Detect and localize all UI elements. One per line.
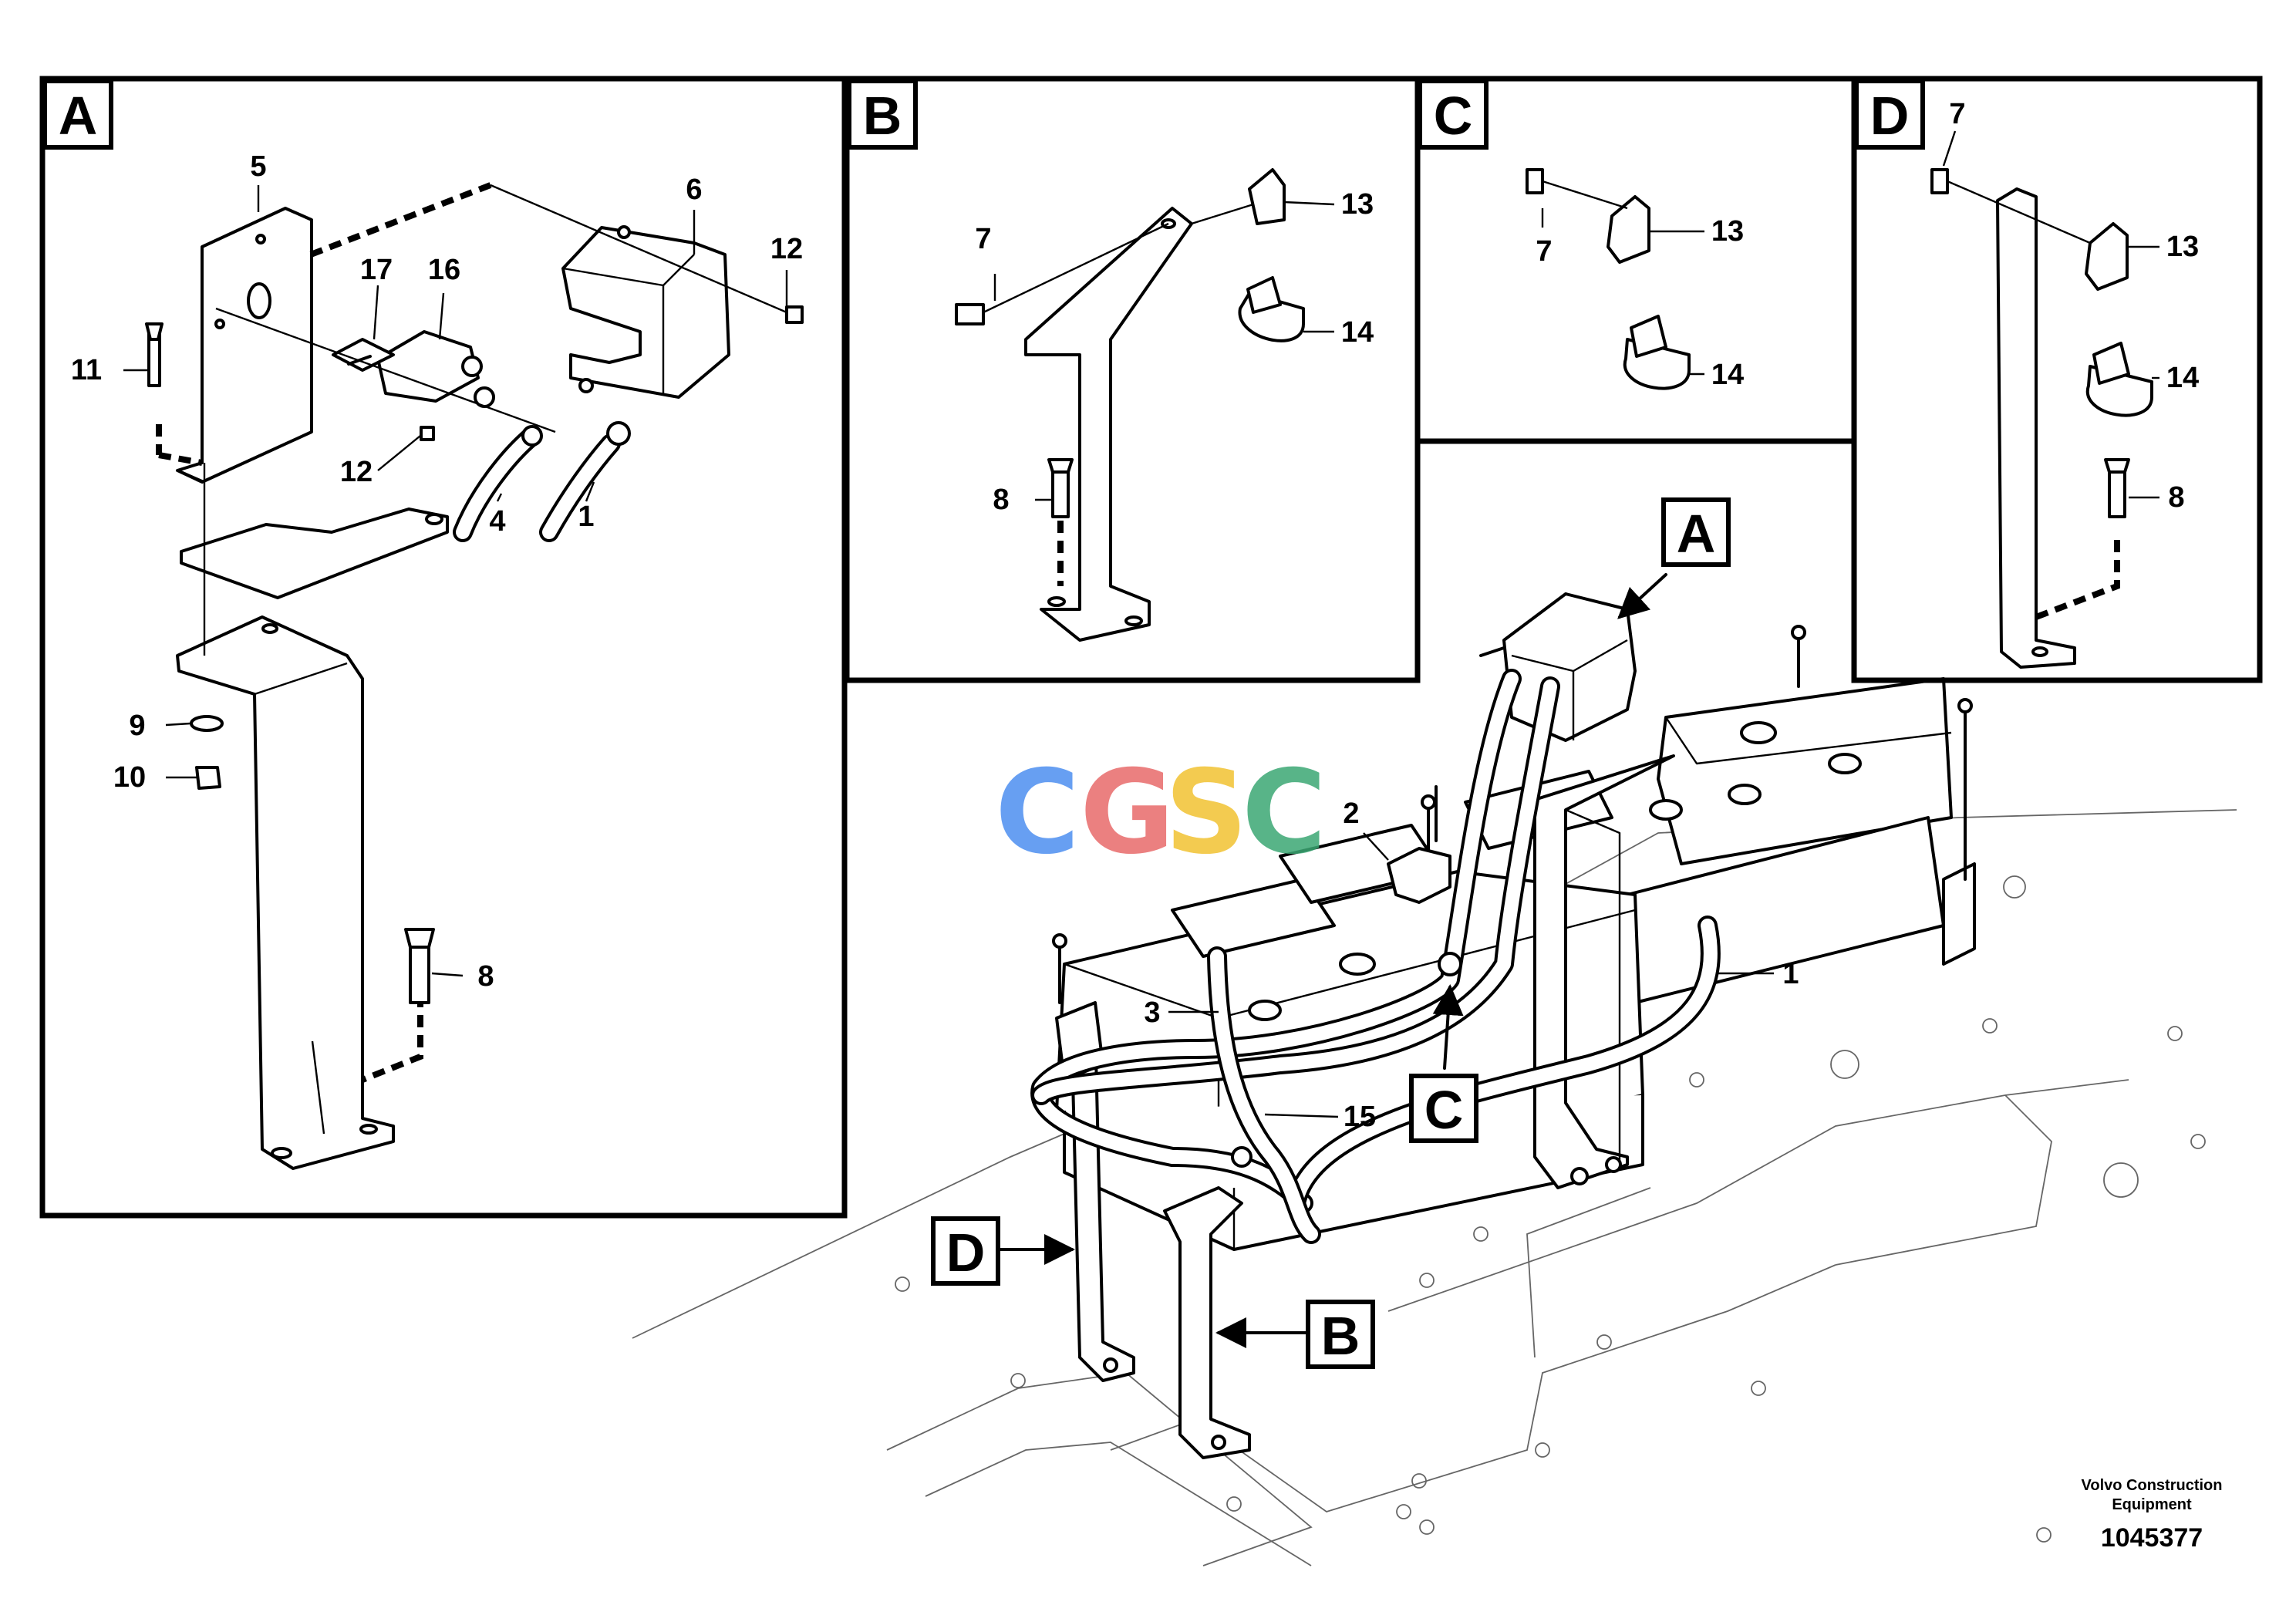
callout-10: 10 bbox=[113, 761, 146, 794]
view-a-fasteners bbox=[145, 305, 804, 1004]
main-view-b-tag: B bbox=[1321, 1306, 1360, 1366]
callout-12-top: 12 bbox=[770, 233, 803, 265]
main-view-cables bbox=[1030, 669, 1721, 1244]
main-view-c-tag: C bbox=[1424, 1080, 1464, 1140]
callout-6: 6 bbox=[686, 174, 702, 206]
view-b-fasteners bbox=[955, 203, 1254, 586]
watermark-letter-3: S bbox=[1165, 746, 1248, 880]
main-view-tag-arrows bbox=[996, 573, 1667, 1348]
callout-4: 4 bbox=[489, 505, 505, 538]
callout-11: 11 bbox=[71, 354, 102, 386]
callout-17: 17 bbox=[360, 254, 393, 286]
callout-8-view-d: 8 bbox=[2168, 481, 2184, 514]
view-c-clip-13-14 bbox=[1526, 168, 1691, 390]
view-a-switch-16 bbox=[332, 330, 495, 408]
view-a-dashed-guides bbox=[156, 182, 787, 1083]
callout-7-view-d: 7 bbox=[1949, 98, 1965, 130]
manufacturer-line-1: Volvo Construction bbox=[2082, 1477, 2223, 1494]
callout-12-left: 12 bbox=[340, 456, 373, 488]
callout-7-view-b: 7 bbox=[975, 223, 991, 255]
view-d-tag: D bbox=[1870, 86, 1910, 146]
callout-13-view-d: 13 bbox=[2166, 231, 2199, 263]
battery-rear bbox=[1626, 677, 1976, 1004]
view-d-frame bbox=[1851, 76, 2263, 683]
main-view-tag-boxes bbox=[931, 497, 1731, 1369]
cgsc-watermark: C G S C bbox=[995, 746, 1327, 880]
callout-1-view-a: 1 bbox=[578, 501, 594, 533]
callout-13-view-b: 13 bbox=[1341, 188, 1374, 221]
callout-5: 5 bbox=[250, 150, 266, 183]
view-c-frame bbox=[1414, 76, 1857, 444]
view-d-strap bbox=[1996, 187, 2120, 669]
callout-15: 15 bbox=[1344, 1101, 1376, 1133]
manufacturer-line-2: Equipment bbox=[2112, 1496, 2192, 1513]
view-b-bracket bbox=[1024, 207, 1193, 642]
callout-16: 16 bbox=[428, 254, 460, 286]
callout-14-view-d: 14 bbox=[2166, 362, 2199, 394]
callout-1-main-view: 1 bbox=[1782, 958, 1799, 990]
view-d-clip-13-14 bbox=[1930, 168, 2153, 518]
callout-7-view-c: 7 bbox=[1536, 235, 1552, 268]
main-view-battery-switch bbox=[1479, 592, 1637, 742]
view-a-frame bbox=[39, 76, 848, 1219]
watermark-letter-2: G bbox=[1080, 746, 1175, 880]
view-a-bracket-long bbox=[176, 615, 395, 1170]
callout-14-view-b: 14 bbox=[1341, 316, 1374, 349]
view-b-frame bbox=[844, 76, 1421, 683]
main-view-bracket-b bbox=[1163, 1186, 1251, 1459]
callout-13-view-c: 13 bbox=[1711, 215, 1744, 248]
view-b-clip-13-14 bbox=[1238, 168, 1305, 342]
callout-2: 2 bbox=[1343, 798, 1359, 830]
callout-3: 3 bbox=[1144, 996, 1160, 1029]
view-a-cables bbox=[453, 421, 631, 542]
callout-8-view-b: 8 bbox=[993, 484, 1009, 516]
view-a-plate-mid bbox=[180, 508, 449, 599]
watermark-letter-1: C bbox=[995, 746, 1080, 880]
view-a-tag: A bbox=[59, 86, 98, 146]
view-b-tag: B bbox=[863, 86, 902, 146]
callout-8-view-a: 8 bbox=[477, 960, 494, 993]
callout-14-view-c: 14 bbox=[1711, 359, 1744, 391]
main-view-a-tag: A bbox=[1677, 504, 1716, 564]
view-a-plate-5 bbox=[176, 207, 313, 484]
leader-lines bbox=[123, 130, 2159, 1118]
main-view-d-tag: D bbox=[946, 1222, 986, 1283]
document-number: 1045377 bbox=[2101, 1523, 2203, 1553]
watermark-letter-4: C bbox=[1242, 746, 1327, 880]
callout-9: 9 bbox=[129, 710, 145, 742]
view-c-tag: C bbox=[1434, 86, 1473, 146]
